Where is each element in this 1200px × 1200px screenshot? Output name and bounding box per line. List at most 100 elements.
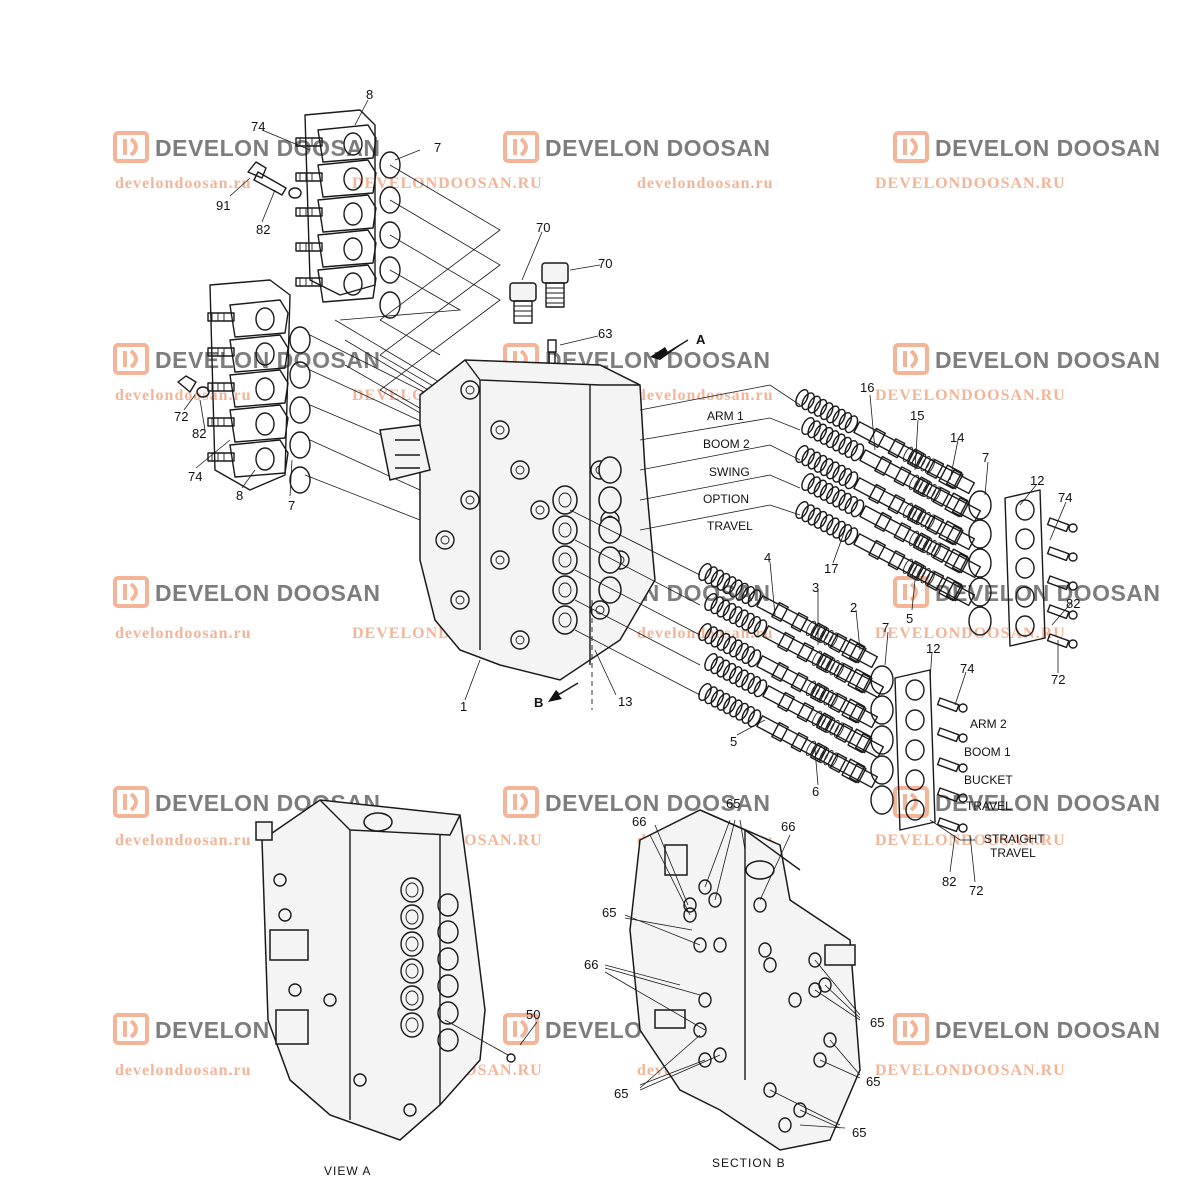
watermark-url: develondoosan.ru [637,625,773,642]
part-number: 14 [950,430,964,445]
part-number: 65 [852,1125,866,1140]
part-number: 65 [726,796,740,811]
watermark-brand: DEVELON DOOSAN [503,131,771,163]
watermark-brand-text: DEVELON DOOSAN [935,347,1161,373]
watermark-url: DEVELONDOOSAN.RU [875,175,1066,192]
part-number: 7 [982,450,989,465]
function-label-arm2: ARM 2 [970,717,1007,731]
part-number: 50 [526,1007,540,1022]
view-a-drawing [255,799,516,1141]
part-number: 66 [781,819,795,834]
part-number: 7 [434,140,441,155]
part-number: 74 [960,661,974,676]
watermark-brand: DEVELON DOOSAN [893,1013,1161,1045]
part-number: 13 [618,694,632,709]
function-label-travel-2: TRAVEL [966,799,1012,813]
part-number: 82 [256,222,270,237]
part-number: 65 [602,905,616,920]
watermark-brand: DEVELON DOOSAN [113,576,380,608]
part-number: 70 [536,220,550,235]
watermark-url: develondoosan.ru [637,175,773,192]
part-number: 65 [614,1086,628,1101]
part-number: 91 [216,198,230,213]
caption-section-b: SECTION B [712,1156,786,1170]
part-number: 2 [850,600,857,615]
part-number: 70 [598,256,612,271]
part-number: 15 [910,408,924,423]
watermark-brand-text: DEVELON DOOSAN [935,790,1161,816]
part-number: 3 [812,580,819,595]
relief-valve-70-left [509,282,537,324]
part-number: 6 [812,784,819,799]
part-number: 74 [251,119,265,134]
part-number: 66 [584,957,598,972]
function-label-boom2: BOOM 2 [703,437,750,451]
watermark-url: DEVELONDOOSAN.RU [875,625,1066,642]
function-label-straight-travel: TRAVEL [990,846,1036,860]
watermark-brand-text: DEVELON DOOSAN [155,135,381,161]
lower-spool-set [569,509,975,841]
watermark-url: develondoosan.ru [115,1062,251,1079]
left-pilot-cover-assembly [207,279,441,521]
watermark-url: develondoosan.ru [637,387,773,404]
part-number: 16 [860,380,874,395]
function-label-straight: STRAIGHT [984,832,1045,846]
watermark-brand: DEVELON DOOSAN [893,131,1161,163]
watermark-brand-text: DEVELON DOOSAN [935,135,1161,161]
view-arrow-letter: A [696,332,706,347]
watermark-brand: DEVELON DOOSAN [503,786,770,818]
watermark-brand-text: DEVELON DOOSAN [935,1017,1161,1043]
part-number: 5 [906,611,913,626]
part-number: 74 [188,469,202,484]
part-number: 82 [1066,596,1080,611]
view-arrow-b [548,682,579,702]
watermark-url: DEVELONDOOSAN.RU [352,175,543,192]
part-number: 1 [460,699,467,714]
relief-valve-70-right [541,262,569,308]
watermark-url: DEVELONDOOSAN.RU [875,1062,1066,1079]
part-number: 63 [598,326,612,341]
view-captions: VIEW A SECTION B [324,1156,786,1178]
watermark-brand: DEVELON DOOSAN [893,786,1161,818]
part-number: 65 [870,1015,884,1030]
part-number: 82 [192,426,206,441]
control-valve-body [379,359,656,710]
view-arrow-letter: B [534,695,543,710]
part-number: 72 [174,409,188,424]
spool-function-labels: ARM 1 BOOM 2 SWING OPTION TRAVEL ARM 2 B… [703,409,1045,860]
watermark-url: DEVELONDOOSAN.RU [875,387,1066,404]
part-number: 4 [764,550,771,565]
watermark-brand: DEVELON DOOSAN [113,131,381,163]
watermark-brand: DEVELON DOOSAN [893,576,1160,608]
part-number-labels: 8 74 7 91 82 70 70 63 A 72 82 74 8 7 1 B… [174,87,1080,1140]
part-number: 17 [824,561,838,576]
function-label-arm1: ARM 1 [707,409,744,423]
watermark-brand-text: DEVELON DOOSAN [545,135,771,161]
part-number: 66 [632,814,646,829]
part-number: 12 [1030,473,1044,488]
part-number: 82 [942,874,956,889]
function-label-swing: SWING [709,465,750,479]
part-number: 8 [366,87,373,102]
section-b-drawing [604,809,861,1151]
part-number: 8 [236,488,243,503]
part-number: 65 [866,1074,880,1089]
function-label-travel: TRAVEL [707,519,753,533]
view-arrow-a [650,339,689,360]
caption-view-a: VIEW A [324,1164,371,1178]
upper-spool-set [639,384,1078,649]
watermark-url: develondoosan.ru [115,387,251,404]
part-number: 7 [288,498,295,513]
function-label-option: OPTION [703,492,749,506]
watermark-url: develondoosan.ru [115,625,251,642]
part-number: 5 [730,734,737,749]
watermark-brand: DEVELON DOOSAN [893,343,1161,375]
part-number: 72 [1051,672,1065,687]
part-number: 74 [1058,490,1072,505]
watermark-url: develondoosan.ru [115,175,251,192]
watermark-url: develondoosan.ru [115,832,251,849]
function-label-bucket: BUCKET [964,773,1013,787]
part-number: 7 [882,620,889,635]
